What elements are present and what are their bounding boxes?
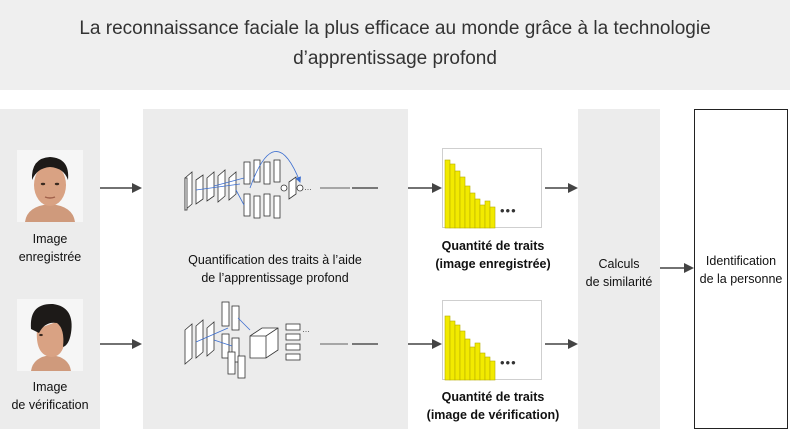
registered-image-label-line2: enregistrée (18, 250, 82, 264)
page-title-line2: d’apprentissage profond (293, 48, 497, 69)
registered-feature-label-line2: (image enregistrée) (435, 257, 551, 271)
person-identification-label-line1: Identification (705, 254, 777, 268)
person-identification-box (694, 109, 788, 429)
model-label: Quantification des traits à l’aide de l’… (150, 251, 400, 287)
registered-feature-histogram (442, 148, 542, 229)
page-title: La reconnaissance faciale la plus effica… (0, 14, 790, 74)
registered-image-label: Image enregistrée (0, 230, 100, 266)
registered-face-image (17, 150, 83, 222)
registered-histogram-bars (444, 159, 496, 229)
person-identification-label: Identification de la personne (694, 252, 788, 288)
header-banner: La reconnaissance faciale la plus effica… (0, 0, 790, 90)
page-title-line1: La reconnaissance faciale la plus effica… (79, 18, 711, 39)
verification-feature-label-line2: (image de vérification) (426, 408, 560, 422)
model-label-line1: Quantification des traits à l’aide (188, 253, 362, 267)
verification-image-label-line2: de vérification (11, 398, 89, 412)
registered-feature-label: Quantité de traits (image enregistrée) (420, 237, 566, 273)
model-label-line2: de l’apprentissage profond (201, 271, 349, 285)
similarity-label-line1: Calculs (598, 257, 640, 271)
verification-image-label-line1: Image (32, 380, 68, 394)
verification-histogram-bars (444, 315, 496, 381)
registered-histogram-ellipsis: ••• (500, 203, 517, 218)
verification-feature-label-line1: Quantité de traits (441, 390, 545, 404)
registered-feature-label-line1: Quantité de traits (441, 239, 545, 253)
verification-feature-label: Quantité de traits (image de vérificatio… (414, 388, 572, 424)
similarity-panel (578, 109, 660, 429)
registered-image-label-line1: Image (32, 232, 68, 246)
verification-feature-histogram (442, 300, 542, 381)
verification-histogram-ellipsis: ••• (500, 355, 517, 370)
person-identification-label-line2: de la personne (699, 272, 783, 286)
similarity-label-line2: de similarité (585, 275, 653, 289)
verification-face-image (17, 299, 83, 371)
verification-image-label: Image de vérification (0, 378, 100, 414)
similarity-label: Calculs de similarité (578, 255, 660, 291)
